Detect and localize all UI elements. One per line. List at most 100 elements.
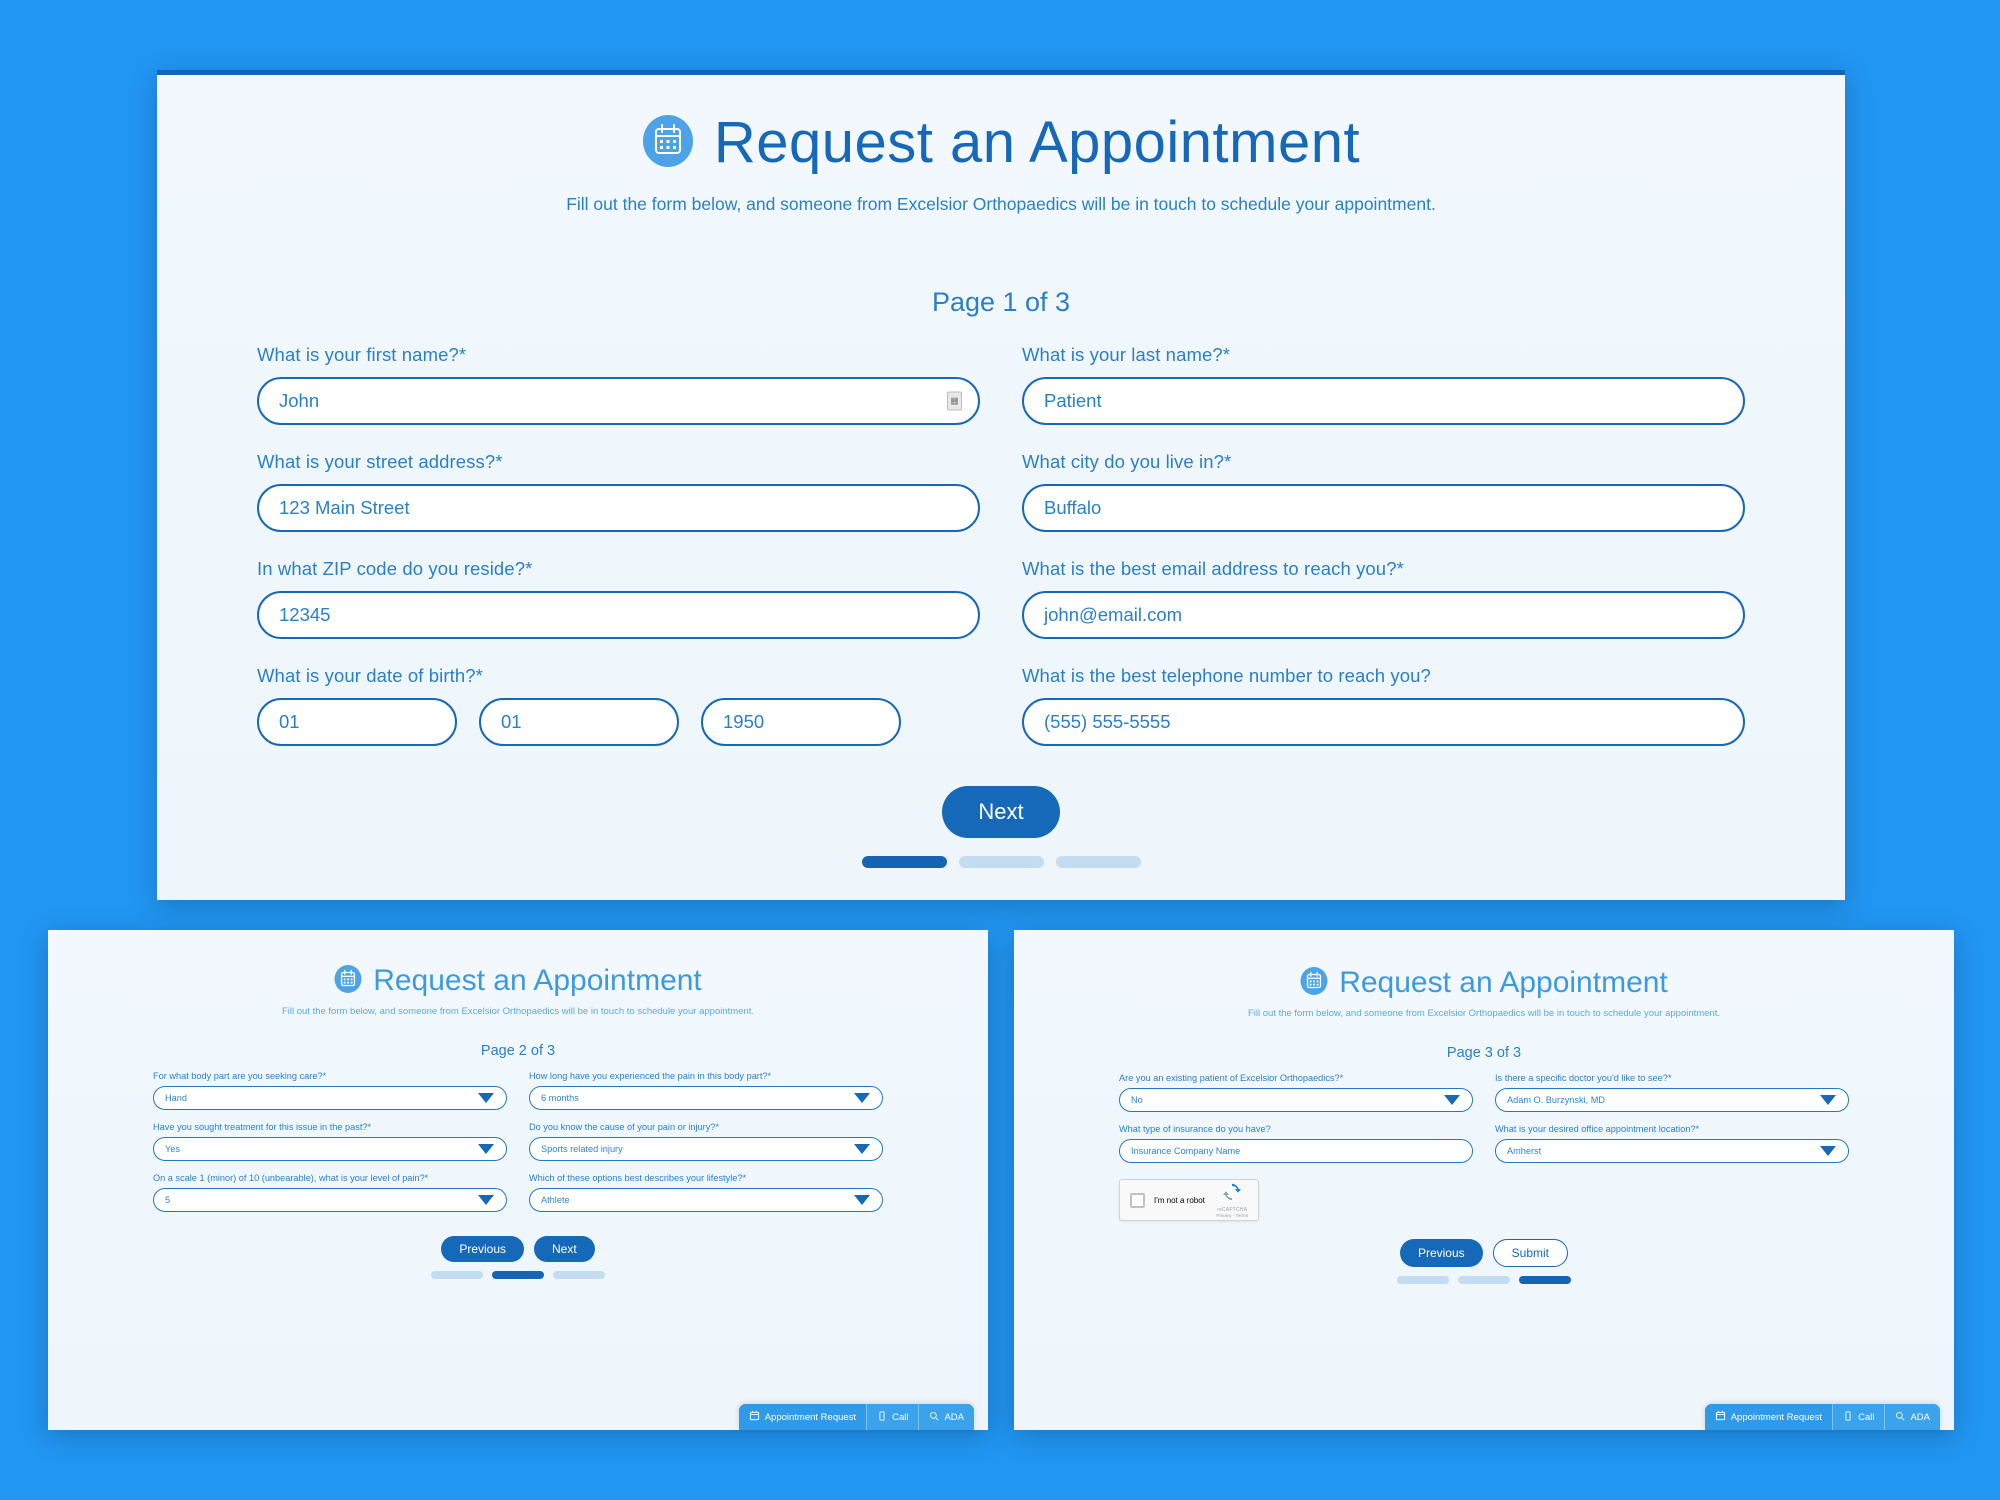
page-indicator: Page 2 of 3 xyxy=(480,1043,556,1059)
recaptcha-icon xyxy=(1223,1183,1242,1205)
progress-step-1[interactable] xyxy=(861,855,947,868)
next-button[interactable]: Next xyxy=(942,785,1060,838)
value-lifestyle: Athlete xyxy=(541,1195,570,1205)
page-subtitle: Fill out the form below, and someone fro… xyxy=(1247,1008,1721,1019)
chevron-down-icon xyxy=(1444,1095,1460,1105)
input-city[interactable]: Buffalo xyxy=(1022,483,1745,532)
page1-header: Request an Appointment Fill out the form… xyxy=(157,75,1845,318)
page2-progress xyxy=(431,1271,605,1279)
value-existing-patient: No xyxy=(1131,1095,1143,1105)
progress-step-1[interactable] xyxy=(1397,1276,1449,1284)
label-pain-duration: How long have you experienced the pain i… xyxy=(529,1071,772,1081)
page-title: Request an Appointment xyxy=(1339,966,1668,999)
progress-step-1[interactable] xyxy=(431,1271,483,1279)
input-insurance-type[interactable]: Insurance Company Name xyxy=(1119,1139,1473,1163)
select-office-location[interactable]: Amherst xyxy=(1495,1139,1849,1163)
ada-button[interactable]: ADA xyxy=(918,1404,974,1430)
field-insurance-type: What type of insurance do you have? Insu… xyxy=(1119,1124,1473,1163)
phone-icon xyxy=(877,1410,887,1424)
chevron-down-icon xyxy=(1820,1146,1836,1156)
field-date-of-birth: What is your date of birth?* 01 01 1950 xyxy=(257,665,980,746)
field-zip: In what ZIP code do you reside?* 12345 xyxy=(257,558,980,639)
label-email: What is the best email address to reach … xyxy=(1022,557,1404,579)
label-specific-doctor: Is there a specific doctor you'd like to… xyxy=(1495,1073,1672,1083)
label-last-name: What is your last name?* xyxy=(1022,343,1231,365)
input-street-address[interactable]: 123 Main Street xyxy=(257,483,980,532)
calendar-icon xyxy=(1715,1410,1726,1424)
label-date-of-birth: What is your date of birth?* xyxy=(257,664,483,686)
call-button[interactable]: Call xyxy=(1832,1404,1885,1430)
label-pain-cause: Do you know the cause of your pain or in… xyxy=(529,1122,719,1132)
value-email: john@email.com xyxy=(1044,603,1183,625)
ada-label: ADA xyxy=(944,1411,964,1423)
field-body-part: For what body part are you seeking care?… xyxy=(153,1071,507,1110)
select-pain-level[interactable]: 5 xyxy=(153,1188,507,1212)
value-body-part: Hand xyxy=(165,1093,187,1103)
label-body-part: For what body part are you seeking care?… xyxy=(153,1071,327,1081)
appointment-request-button[interactable]: Appointment Request xyxy=(1704,1404,1833,1430)
input-zip[interactable]: 12345 xyxy=(257,590,980,639)
value-pain-duration: 6 months xyxy=(541,1093,579,1103)
ada-button[interactable]: ADA xyxy=(1884,1404,1940,1430)
label-existing-patient: Are you an existing patient of Excelsior… xyxy=(1119,1073,1344,1083)
call-button[interactable]: Call xyxy=(866,1404,919,1430)
label-street-address: What is your street address?* xyxy=(257,450,503,472)
select-existing-patient[interactable]: No xyxy=(1119,1088,1473,1112)
select-specific-doctor[interactable]: Adam O. Burzynski, MD xyxy=(1495,1088,1849,1112)
select-lifestyle[interactable]: Athlete xyxy=(529,1188,883,1212)
input-dob-day[interactable]: 01 xyxy=(479,697,679,746)
select-pain-duration[interactable]: 6 months xyxy=(529,1086,883,1110)
input-last-name[interactable]: Patient xyxy=(1022,376,1745,425)
recaptcha-terms[interactable]: Privacy - Terms xyxy=(1216,1212,1248,1218)
field-last-name: What is your last name?* Patient xyxy=(1022,344,1745,425)
value-dob-month: 01 xyxy=(279,710,300,732)
value-specific-doctor: Adam O. Burzynski, MD xyxy=(1507,1095,1606,1105)
input-email[interactable]: john@email.com xyxy=(1022,590,1745,639)
previous-button[interactable]: Previous xyxy=(1399,1239,1483,1267)
progress-step-2[interactable] xyxy=(1458,1276,1510,1284)
recaptcha-brand: reCAPTCHA xyxy=(1217,1206,1248,1213)
page3-actions: Previous Submit xyxy=(1014,1239,1954,1284)
chevron-down-icon xyxy=(478,1093,494,1103)
input-first-name[interactable]: John ▦ xyxy=(257,376,980,425)
floating-action-bar: Appointment Request Call ADA xyxy=(738,1404,974,1430)
input-dob-month[interactable]: 01 xyxy=(257,697,457,746)
field-first-name: What is your first name?* John ▦ xyxy=(257,344,980,425)
value-office-location: Amherst xyxy=(1507,1146,1542,1156)
chevron-down-icon xyxy=(854,1195,870,1205)
progress-step-3[interactable] xyxy=(1519,1276,1571,1284)
progress-step-2[interactable] xyxy=(492,1271,544,1279)
page3-progress xyxy=(1397,1276,1571,1284)
calendar-icon xyxy=(1300,966,1328,1000)
page1-panel: Request an Appointment Fill out the form… xyxy=(157,70,1845,900)
panel-top-accent xyxy=(157,70,1845,75)
autofill-icon[interactable]: ▦ xyxy=(947,391,962,411)
page3-form-grid: Are you an existing patient of Excelsior… xyxy=(1014,1061,1954,1175)
page2-form-grid: For what body part are you seeking care?… xyxy=(48,1059,988,1224)
previous-button[interactable]: Previous xyxy=(441,1236,524,1262)
appointment-request-button[interactable]: Appointment Request xyxy=(738,1404,867,1430)
select-body-part[interactable]: Hand xyxy=(153,1086,507,1110)
progress-step-3[interactable] xyxy=(1055,855,1141,868)
input-dob-year[interactable]: 1950 xyxy=(701,697,901,746)
select-prior-treatment[interactable]: Yes xyxy=(153,1137,507,1161)
recaptcha-checkbox[interactable] xyxy=(1130,1192,1145,1208)
calendar-icon xyxy=(642,114,694,172)
value-telephone: (555) 555-5555 xyxy=(1044,710,1171,732)
input-telephone[interactable]: (555) 555-5555 xyxy=(1022,697,1745,746)
field-email: What is the best email address to reach … xyxy=(1022,558,1745,639)
select-pain-cause[interactable]: Sports related injury xyxy=(529,1137,883,1161)
recaptcha-widget[interactable]: I'm not a robot reCAPTCHA Privacy - Term… xyxy=(1119,1179,1259,1221)
field-existing-patient: Are you an existing patient of Excelsior… xyxy=(1119,1073,1473,1112)
page1-form-grid: What is your first name?* John ▦ What is… xyxy=(157,318,1845,772)
progress-step-2[interactable] xyxy=(958,855,1044,868)
search-icon xyxy=(1895,1411,1905,1424)
chevron-down-icon xyxy=(478,1144,494,1154)
value-city: Buffalo xyxy=(1044,496,1102,518)
submit-button[interactable]: Submit xyxy=(1492,1239,1569,1267)
appointment-request-label: Appointment Request xyxy=(1730,1411,1823,1423)
progress-step-3[interactable] xyxy=(553,1271,605,1279)
field-pain-cause: Do you know the cause of your pain or in… xyxy=(529,1122,883,1161)
next-button[interactable]: Next xyxy=(534,1236,595,1262)
